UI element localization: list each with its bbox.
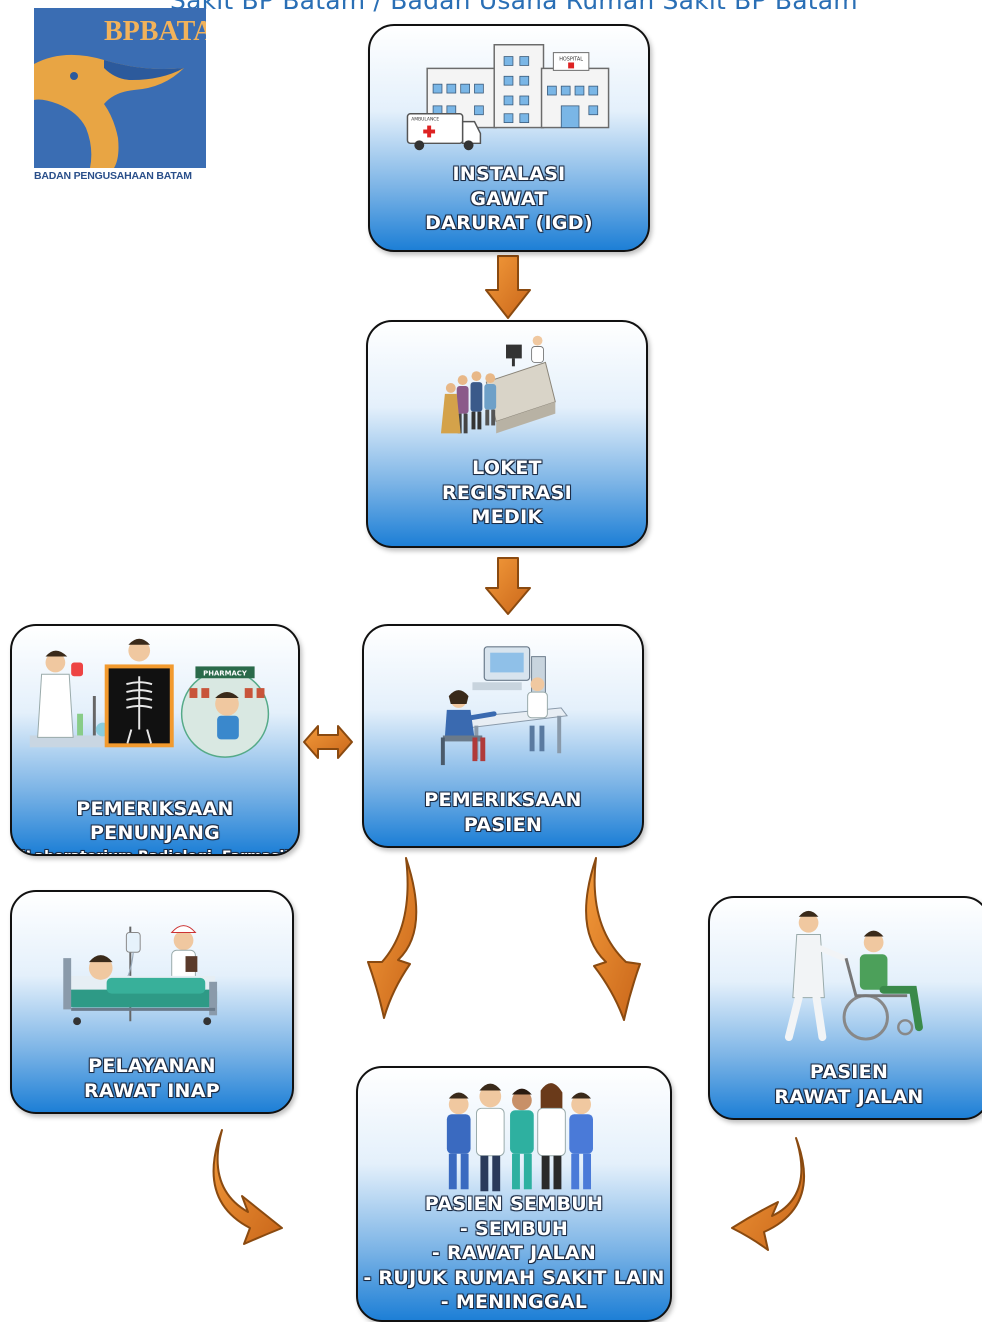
logo-wordmark: BPBATAM <box>104 16 206 47</box>
arrow-jalan-to-sembuh <box>731 1137 805 1251</box>
patient-examination-icon <box>440 646 568 766</box>
pasien-label: PEMERIKSAAN PASIEN <box>424 789 582 836</box>
hospital-ambulance-icon: HOSPITAL AMBULANCE <box>406 43 610 151</box>
penunjang-label-main: PEMERIKSAAN PENUNJANG <box>76 797 234 845</box>
arrow-penunjang-pasien-bidirectional <box>303 725 353 759</box>
bp-batam-logo: BPBATAM BADAN PENGUSAHAAN BATAM <box>34 8 240 186</box>
node-pasien-sembuh: PASIEN SEMBUH - SEMBUH - RAWAT JALAN - R… <box>356 1066 672 1322</box>
arrow-pasien-to-inap <box>367 857 418 1019</box>
hospital-bed-icon <box>63 925 218 1026</box>
loket-label: LOKET REGISTRASI MEDIK <box>441 457 572 528</box>
registration-counter-icon <box>440 335 556 434</box>
jalan-label: PASIEN RAWAT JALAN <box>774 1061 924 1108</box>
node-pasien-rawat-jalan: PASIEN RAWAT JALAN <box>708 896 982 1120</box>
node-pelayanan-rawat-inap: PELAYANAN RAWAT INAP <box>10 890 294 1114</box>
logo-bird-icon: BPBATAM <box>34 16 240 168</box>
inap-label: PELAYANAN RAWAT INAP <box>84 1055 220 1102</box>
ambulance-sign-text: AMBULANCE <box>411 117 439 123</box>
penunjang-sub-label: (Laboratorium,Radiologi, Farmasi) <box>12 846 298 855</box>
arrow-igd-to-loket <box>485 255 531 319</box>
arrow-pasien-to-jalan <box>585 857 641 1021</box>
pharmacy-sign-text: PHARMACY <box>203 669 248 677</box>
medical-staff-group-icon <box>446 1083 593 1192</box>
igd-label: INSTALASI GAWAT DARURAT (IGD) <box>425 163 593 234</box>
node-loket-registrasi: LOKET REGISTRASI MEDIK <box>366 320 648 548</box>
logo-tile: BPBATAM <box>34 8 240 168</box>
arrow-loket-to-pasien <box>485 557 531 615</box>
header-title: Sakit BP Batam / Badan Usaha Rumah Sakit… <box>170 0 858 15</box>
sembuh-label: PASIEN SEMBUH - SEMBUH - RAWAT JALAN - R… <box>363 1193 665 1313</box>
penunjang-label: PEMERIKSAAN PENUNJANG (Laboratorium,Radi… <box>12 772 298 855</box>
arrow-inap-to-sembuh <box>212 1129 283 1245</box>
node-pemeriksaan-penunjang: PHARMACY PEMERIKSAAN PENUNJANG (Laborato… <box>10 624 300 856</box>
lab-xray-pharmacy-icon: PHARMACY <box>29 638 270 758</box>
wheelchair-icon <box>784 910 923 1042</box>
node-pemeriksaan-pasien: PEMERIKSAAN PASIEN <box>362 624 644 848</box>
logo-caption: BADAN PENGUSAHAAN BATAM <box>34 170 192 182</box>
node-igd: HOSPITAL AMBULANCE INSTALASI GAWAT DARUR… <box>368 24 650 252</box>
hospital-sign-text: HOSPITAL <box>559 57 583 63</box>
